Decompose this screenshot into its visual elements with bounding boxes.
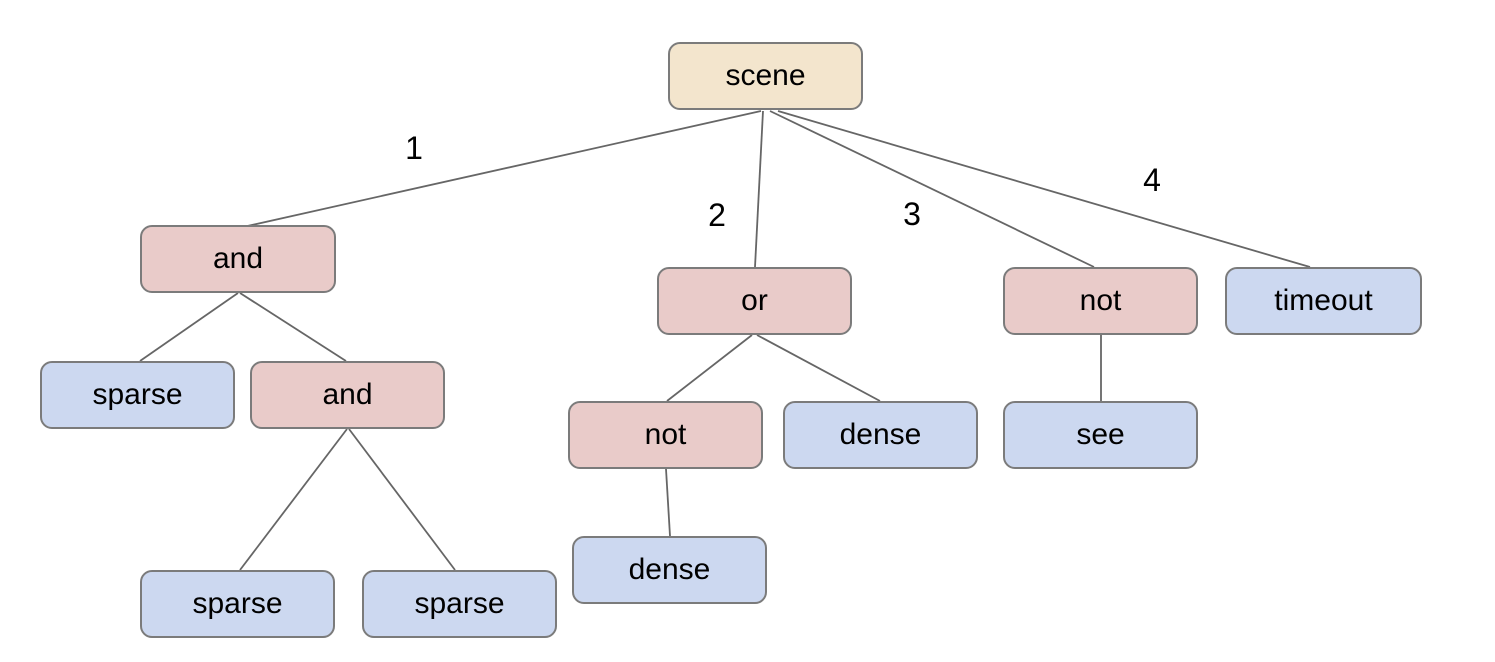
node-label-scene: scene (725, 59, 806, 92)
node-label-and-1: and (212, 242, 264, 275)
node-label-not-2: not (644, 418, 687, 451)
node-and-1: and (140, 225, 336, 293)
node-sparse-1: sparse (40, 361, 235, 429)
node-see-1: see (1003, 401, 1198, 469)
edge-scene-to-and-1 (242, 110, 762, 228)
node-dense-2: dense (572, 536, 767, 604)
edge-and-2-to-sparse-2 (239, 428, 348, 571)
node-label-dense-2: dense (628, 553, 711, 586)
edge-not-2-to-dense-2 (665, 468, 671, 537)
edge-and-1-to-and-2 (239, 292, 347, 362)
edge-and-1-to-sparse-1 (139, 292, 239, 362)
node-sparse-3: sparse (362, 570, 557, 638)
node-scene: scene (668, 42, 863, 110)
edge-label-3: 3 (903, 196, 921, 232)
node-label-and-2: and (322, 378, 373, 411)
edge-label-4: 4 (1143, 162, 1161, 198)
node-not-1: not (1003, 267, 1198, 335)
node-label-see-1: see (1076, 418, 1125, 451)
node-and-2: and (250, 361, 445, 429)
node-or-1: or (657, 267, 852, 335)
edge-and-2-to-sparse-3 (348, 428, 456, 571)
node-dense-1: dense (783, 401, 978, 469)
node-label-sparse-1: sparse (92, 378, 183, 411)
edge-scene-to-not-1 (769, 110, 1095, 268)
node-label-sparse-2: sparse (192, 587, 283, 620)
edge-label-2: 2 (708, 197, 726, 233)
node-label-or-1: or (741, 284, 768, 317)
node-not-2: not (568, 401, 763, 469)
edge-label-1: 1 (405, 130, 423, 166)
edge-scene-to-timeout-1 (777, 110, 1311, 268)
node-timeout-1: timeout (1225, 267, 1422, 335)
edge-or-1-to-not-2 (666, 334, 753, 402)
node-label-not-1: not (1079, 284, 1122, 317)
edge-scene-to-or-1 (754, 110, 764, 268)
edge-or-1-to-dense-1 (756, 334, 881, 402)
node-label-dense-1: dense (839, 418, 922, 451)
node-label-sparse-3: sparse (414, 587, 505, 620)
node-sparse-2: sparse (140, 570, 335, 638)
node-label-timeout-1: timeout (1274, 284, 1373, 317)
